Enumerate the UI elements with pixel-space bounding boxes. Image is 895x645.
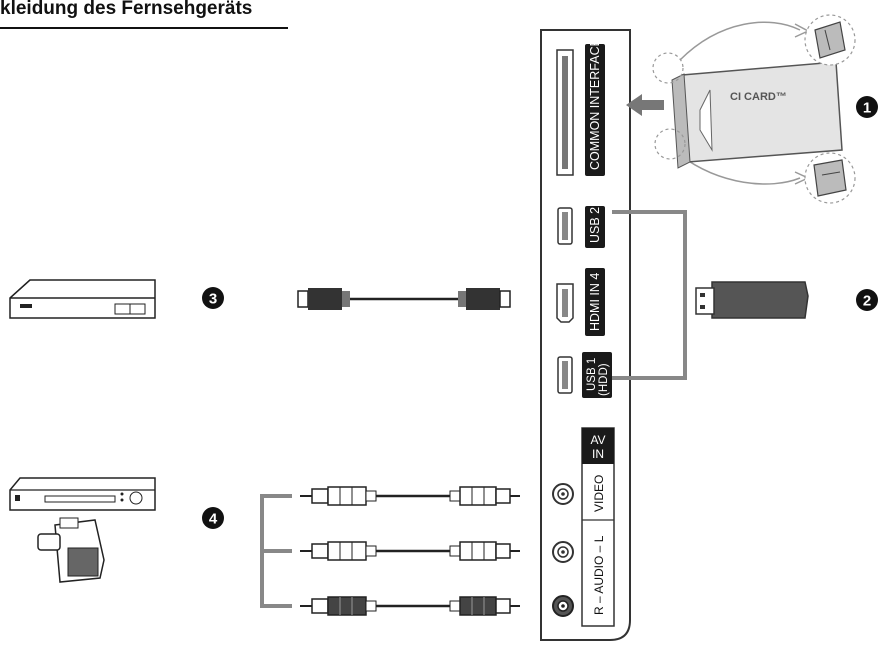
av-bracket xyxy=(260,494,292,608)
callout-2-number: 2 xyxy=(863,293,871,310)
ci-card-detail-top-icon xyxy=(804,14,856,66)
audio-label: R – AUDIO – L xyxy=(592,535,606,615)
common-interface-label-box: COMMON INTERFACE xyxy=(585,38,605,176)
av-in-label-line2: IN xyxy=(592,447,604,461)
callout-3-number: 3 xyxy=(209,291,217,308)
usb2-port xyxy=(557,207,573,245)
ci-card-detail-bottom-icon xyxy=(804,152,856,204)
callout-3: 3 xyxy=(202,287,224,309)
audio-left-rca-cable xyxy=(300,541,520,561)
title-underline xyxy=(0,27,288,29)
hdmi-port xyxy=(556,283,574,323)
audio-left-jack xyxy=(552,541,574,563)
callout-2: 2 xyxy=(856,289,878,311)
video-rca-cable xyxy=(300,486,520,506)
callout-1-number: 1 xyxy=(863,100,871,117)
audio-right-rca-cable xyxy=(300,596,520,616)
usb1-port xyxy=(557,356,573,394)
callout-4-number: 4 xyxy=(209,511,218,528)
page-title: kleidung des Fernsehgeräts xyxy=(0,0,253,19)
callout-4: 4 xyxy=(202,507,224,529)
dvd-player-icon xyxy=(9,279,156,319)
video-jack xyxy=(552,483,574,505)
usb2-label-box: USB 2 xyxy=(585,206,605,248)
camcorder-icon xyxy=(37,517,105,583)
av-in-block: AV IN VIDEO R – AUDIO – L xyxy=(581,427,615,627)
usb-stick-icon xyxy=(695,281,809,319)
ci-card-label: CI CARD™ xyxy=(730,91,787,103)
video-label: VIDEO xyxy=(592,475,606,512)
ci-card-illustration: CI CARD™ xyxy=(652,21,843,185)
usb1-label-line2: (HDD) xyxy=(598,363,610,396)
insert-arrow-icon xyxy=(626,94,664,116)
common-interface-label: COMMON INTERFACE xyxy=(588,38,602,170)
usb1-label-box: USB 1 (HDD) xyxy=(582,352,612,398)
usb2-label: USB 2 xyxy=(588,207,602,243)
hdmi-label: HDMI IN 4 xyxy=(588,273,602,331)
audio-right-jack xyxy=(552,595,574,617)
common-interface-slot xyxy=(556,49,574,176)
usb1-label-line1: USB 1 xyxy=(586,358,598,391)
callout-1: 1 xyxy=(856,96,878,118)
av-in-label-line1: AV xyxy=(590,433,605,447)
hdmi-label-box: HDMI IN 4 xyxy=(585,268,605,336)
usb-connection-line xyxy=(612,210,687,380)
vcr-icon xyxy=(9,477,156,511)
hdmi-cable xyxy=(297,288,511,310)
